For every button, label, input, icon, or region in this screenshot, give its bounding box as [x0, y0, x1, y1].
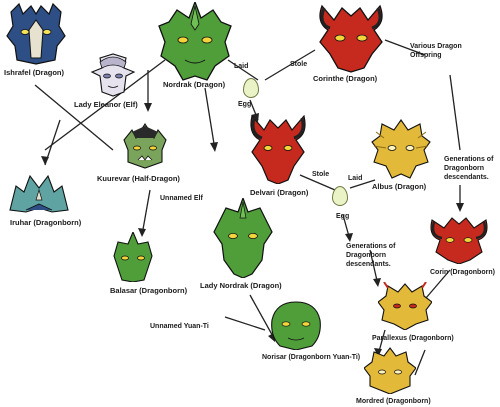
- iruhar-portrait: [9, 174, 69, 213]
- ishrafel-label: Ishrafel (Dragon): [4, 68, 65, 77]
- lady-nordrak-portrait: [213, 198, 273, 278]
- mordred-label: Mordred (Dragonborn): [356, 398, 431, 405]
- mordred-portrait: [364, 347, 416, 394]
- delvari-label: Delvari (Dragon): [250, 188, 309, 197]
- kuurevar-label: Kuurevar (Half-Dragon): [97, 174, 180, 183]
- edge-label-generations-1: Generations of Dragonborn descendants.: [444, 156, 494, 181]
- nordrak-label: Nordrak (Dragon): [163, 80, 226, 89]
- edge-label-unnamed-elf: Unnamed Elf: [160, 195, 203, 202]
- edge-label-generations-2: Generations of Dragonborn descendants.: [346, 243, 396, 268]
- kuurevar-portrait: [123, 122, 167, 169]
- egg-1: [243, 78, 259, 98]
- edge-label-egg-1: Egg: [238, 101, 252, 108]
- edge-label-stole-2: Stole: [312, 171, 330, 178]
- edge-label-laid-1: Laid: [234, 63, 249, 70]
- balasar-portrait: [113, 232, 153, 282]
- edge-label-unnamed-yuanti: Unnamed Yuan-Ti: [150, 323, 209, 330]
- lady-eleanor-portrait: [90, 53, 136, 97]
- balasar-label: Balasar (Dragonborn): [110, 286, 188, 295]
- ishrafel-portrait: [6, 2, 66, 65]
- norisar-label: Norisar (Dragonborn Yuan-Ti): [262, 354, 361, 361]
- corin-portrait: [430, 217, 488, 264]
- albus-label: Albus (Dragon): [372, 182, 427, 191]
- parallexus-portrait: [378, 282, 432, 330]
- iruhar-label: Iruhar (Dragonborn): [10, 218, 82, 227]
- albus-portrait: [371, 119, 431, 179]
- edge-label-egg-2: Egg: [336, 213, 350, 220]
- lady-nordrak-label: Lady Nordrak (Dragon): [200, 281, 282, 290]
- norisar-portrait: [271, 301, 321, 350]
- edge-label-laid-2: Laid: [348, 175, 363, 182]
- parallexus-label: Parallexus (Dragonborn): [372, 335, 454, 342]
- delvari-portrait: [250, 114, 306, 184]
- corinthe-portrait: [319, 4, 383, 73]
- edge-label-various-offspring: Various Dragon Offspring: [410, 43, 462, 59]
- corin-label: Corin (Dragonborn): [430, 269, 495, 276]
- lady-eleanor-label: Lady Eleanor (Elf): [74, 100, 138, 109]
- nordrak-portrait: [158, 2, 232, 81]
- egg-2: [332, 186, 348, 206]
- edge-label-stole-1: Stole: [290, 61, 308, 68]
- corinthe-label: Corinthe (Dragon): [313, 74, 378, 83]
